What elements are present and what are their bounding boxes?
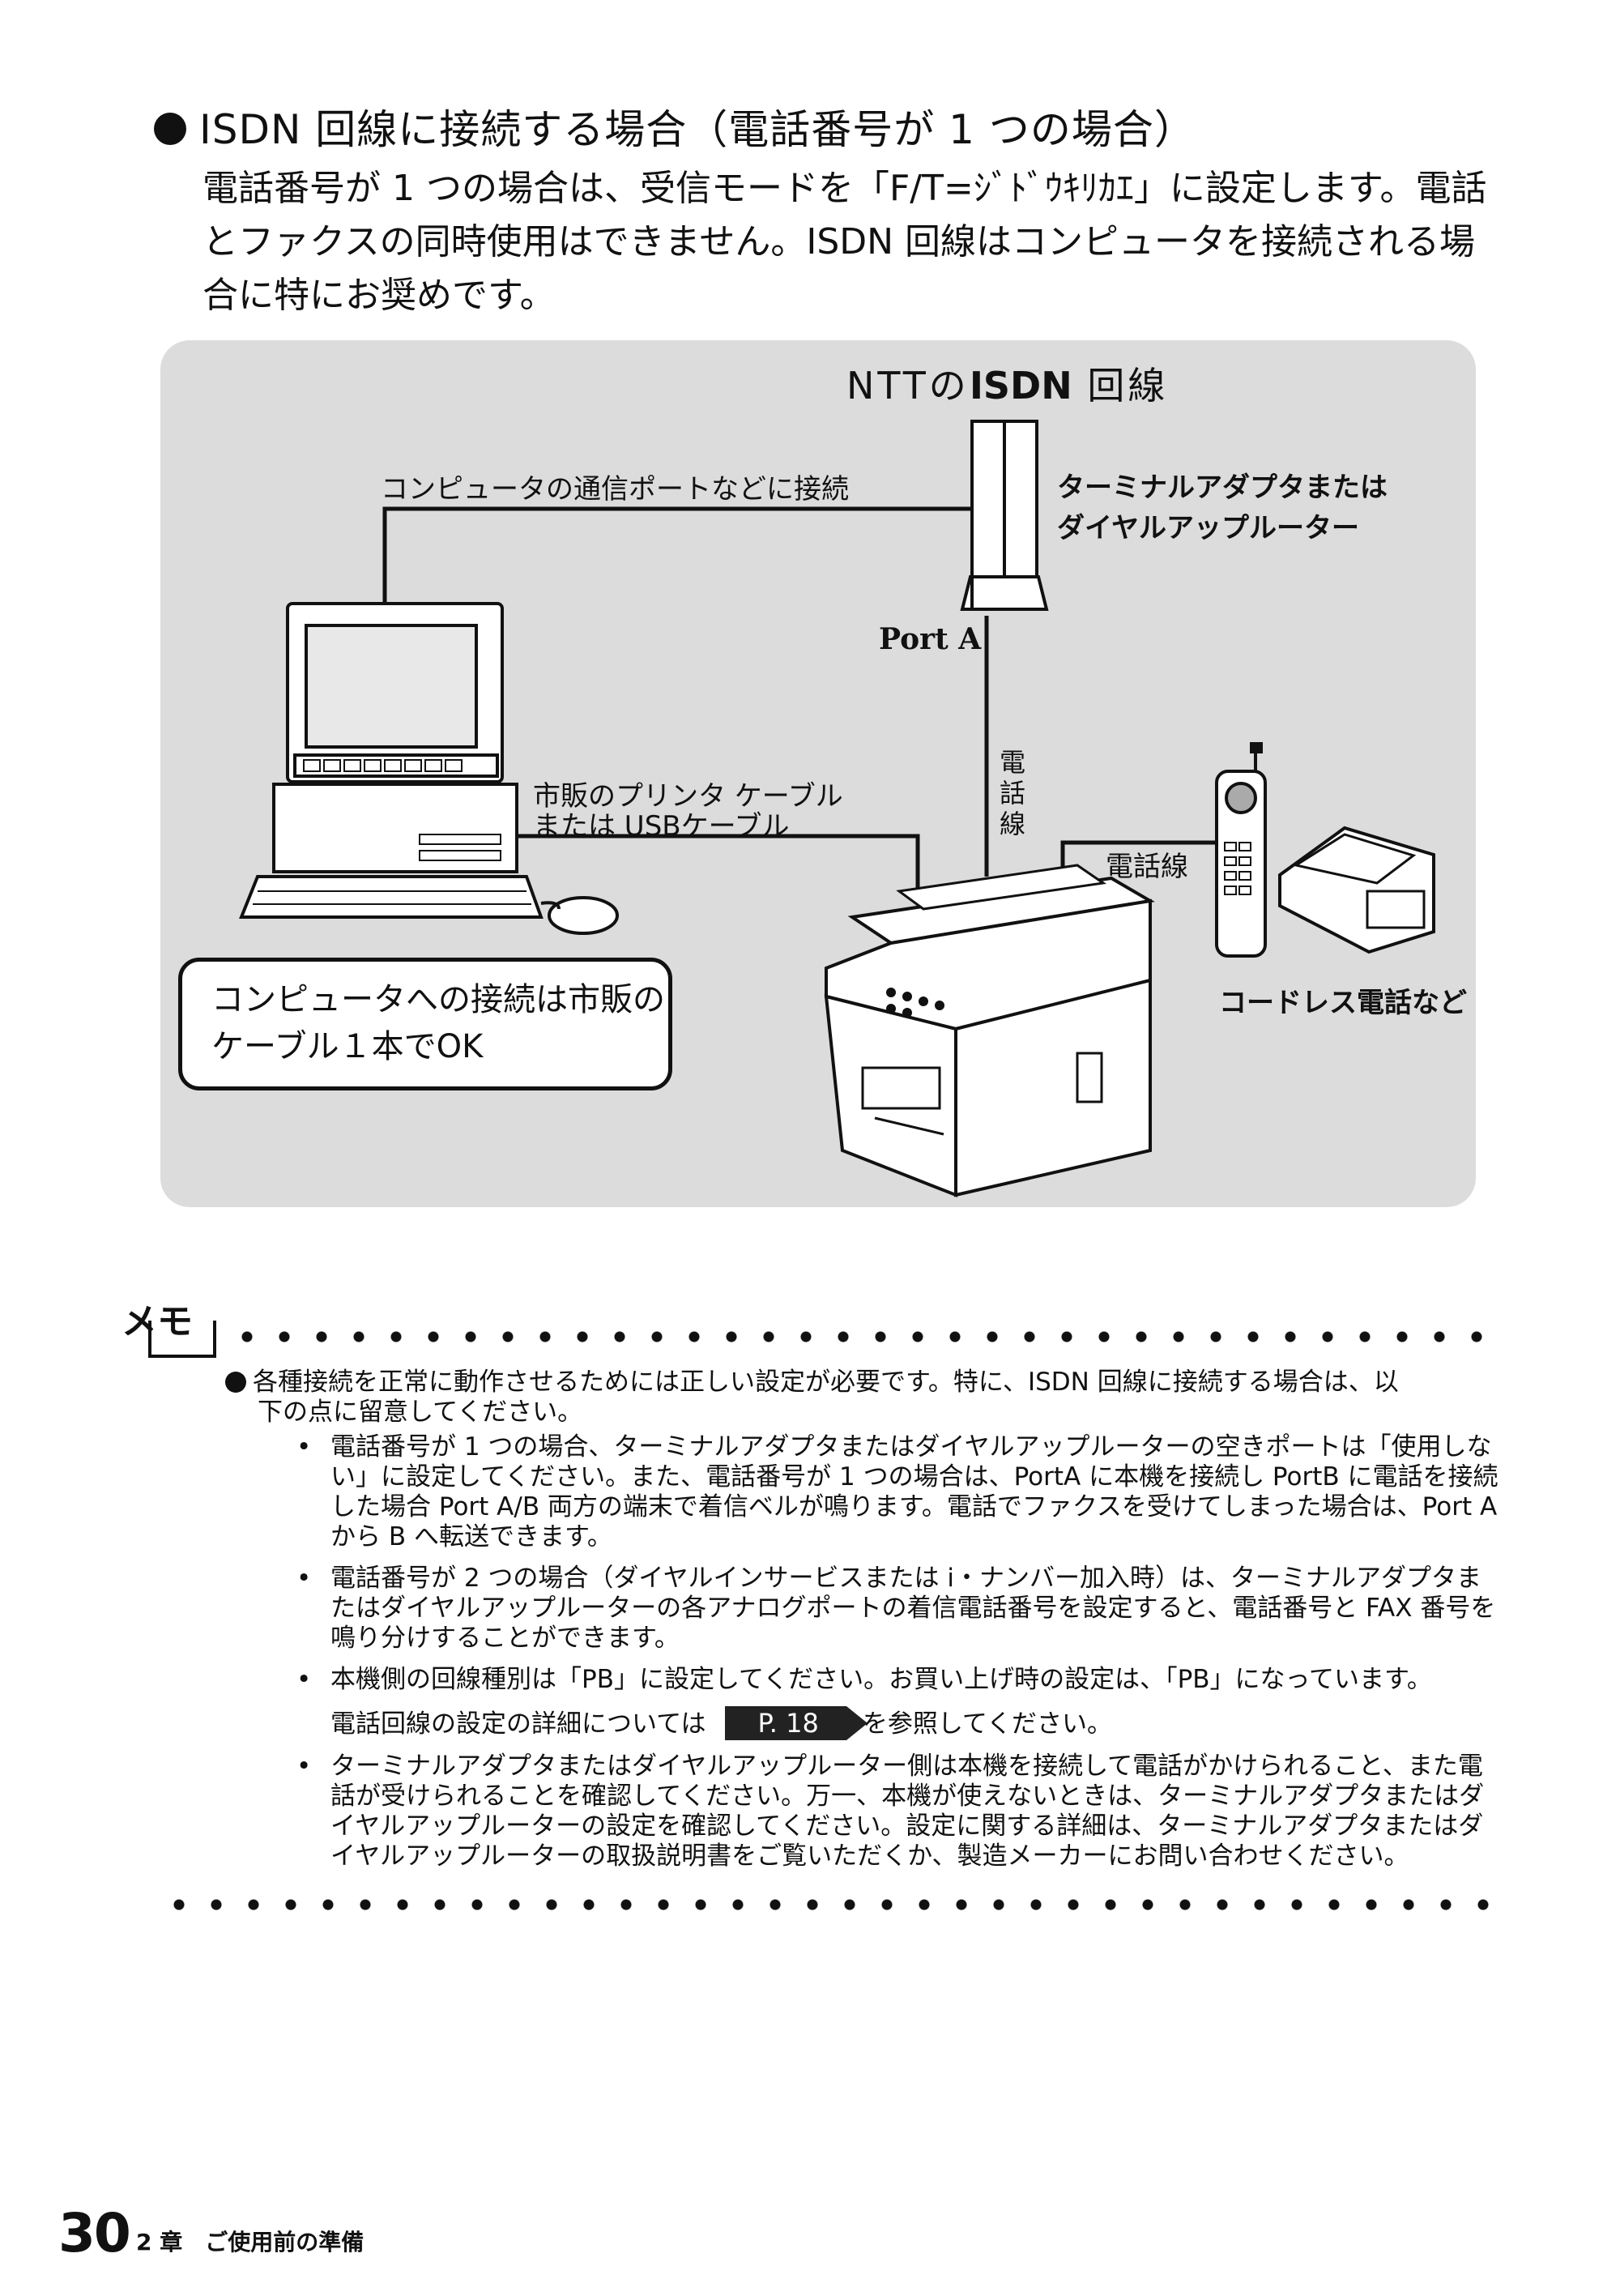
memo-main-line1: 各種接続を正常に動作させるためには正しい設定が必要です。特に、ISDN 回線に接… — [253, 1368, 1399, 1397]
page-reference-link[interactable]: P. 18 — [725, 1706, 868, 1740]
memo-icon — [148, 1321, 216, 1358]
computer-illustration — [239, 602, 619, 935]
reference-text-before: 電話回線の設定の詳細については — [330, 1709, 706, 1739]
printer-cable-line — [518, 834, 920, 901]
cordless-phone-label: コードレス電話など — [1219, 987, 1467, 1019]
memo-bullet: ターミナルアダプタまたはダイヤルアップルーター側は本機を接続して電話がかけられる… — [296, 1752, 1505, 1871]
cable-label-line1: 市販のプリンタ ケーブル — [533, 780, 843, 813]
memo-main-item: 各種接続を正常に動作させるためには正しい設定が必要です。特に、ISDN 回線に接… — [225, 1368, 1505, 1428]
cordless-phone-illustration — [1215, 742, 1435, 958]
memo-label: メモ — [122, 1301, 193, 1342]
intro-line: とファクスの同時使用はできません。ISDN 回線はコンピュータを接続される場 — [202, 221, 1476, 262]
intro-line: 合に特にお奨めです。 — [202, 275, 556, 316]
ntt-isdn: ISDN — [969, 364, 1072, 408]
callout-line: ケーブル１本でOK — [211, 1028, 484, 1065]
memo-bullet: 電話番号が 2 つの場合（ダイヤルインサービスまたは i・ナンバー加入時）は、タ… — [296, 1564, 1505, 1654]
bullet-icon — [154, 113, 186, 145]
memo-top-divider — [228, 1331, 1503, 1342]
page-number: 30 — [58, 2202, 131, 2264]
intro-line: 電話番号が 1 つの場合は、受信モードを「F/T=ｼﾞﾄﾞｳｷﾘｶｴ」に設定しま… — [202, 168, 1487, 209]
callout-box: コンピュータへの接続は市販の ケーブル１本でOK — [178, 958, 672, 1090]
memo-main-line2: 下の点に留意してください。 — [258, 1398, 583, 1427]
callout-line: コンピュータへの接続は市販の — [211, 981, 665, 1018]
ntt-suffix: 回線 — [1072, 364, 1169, 408]
pc-to-ta-line — [382, 506, 976, 604]
memo-bullet: 本機側の回線種別は「PB」に設定してください。お買い上げ時の設定は、「PB」にな… — [296, 1665, 1505, 1695]
terminal-adapter — [960, 420, 1049, 611]
reference-text-after: を参照してください。 — [862, 1709, 1112, 1739]
ta-label-line1: ターミナルアダプタまたは — [1057, 472, 1388, 504]
memo-bullet-list-2: ターミナルアダプタまたはダイヤルアップルーター側は本機を接続して電話がかけられる… — [225, 1752, 1505, 1871]
section-heading-text: ISDN 回線に接続する場合（電話番号が 1 つの場合） — [199, 106, 1196, 153]
ta-label-line2: ダイヤルアップルーター — [1057, 512, 1359, 544]
memo-content: 各種接続を正常に動作させるためには正しい設定が必要です。特に、ISDN 回線に接… — [225, 1368, 1505, 1883]
phone-line-vertical-label: 電話線 — [999, 747, 1025, 839]
ntt-prefix: NTTの — [846, 364, 970, 408]
port-a-label: Port A — [879, 622, 982, 656]
memo-bottom-divider — [160, 1899, 1507, 1910]
memo-bullet: 電話番号が 1 つの場合、ターミナルアダプタまたはダイヤルアップルーターの空きポ… — [296, 1432, 1505, 1552]
ntt-isdn-label: NTTのISDN 回線 — [846, 356, 1168, 410]
fax-machine-illustration — [824, 864, 1155, 1197]
chapter-label: 2 章 ご使用前の準備 — [136, 2229, 364, 2255]
phone-line-label: 電話線 — [1106, 851, 1188, 883]
pc-port-label: コンピュータの通信ポートなどに接続 — [381, 473, 849, 506]
cable-label-line2: または USBケーブル — [533, 810, 790, 843]
section-heading: ISDN 回線に接続する場合（電話番号が 1 つの場合） — [154, 97, 1196, 156]
bullet-icon — [225, 1372, 246, 1393]
memo-bullet-list: 電話番号が 1 つの場合、ターミナルアダプタまたはダイヤルアップルーターの空きポ… — [225, 1432, 1505, 1695]
intro-paragraph: 電話番号が 1 つの場合は、受信モードを「F/T=ｼﾞﾄﾞｳｷﾘｶｴ」に設定しま… — [202, 162, 1515, 322]
